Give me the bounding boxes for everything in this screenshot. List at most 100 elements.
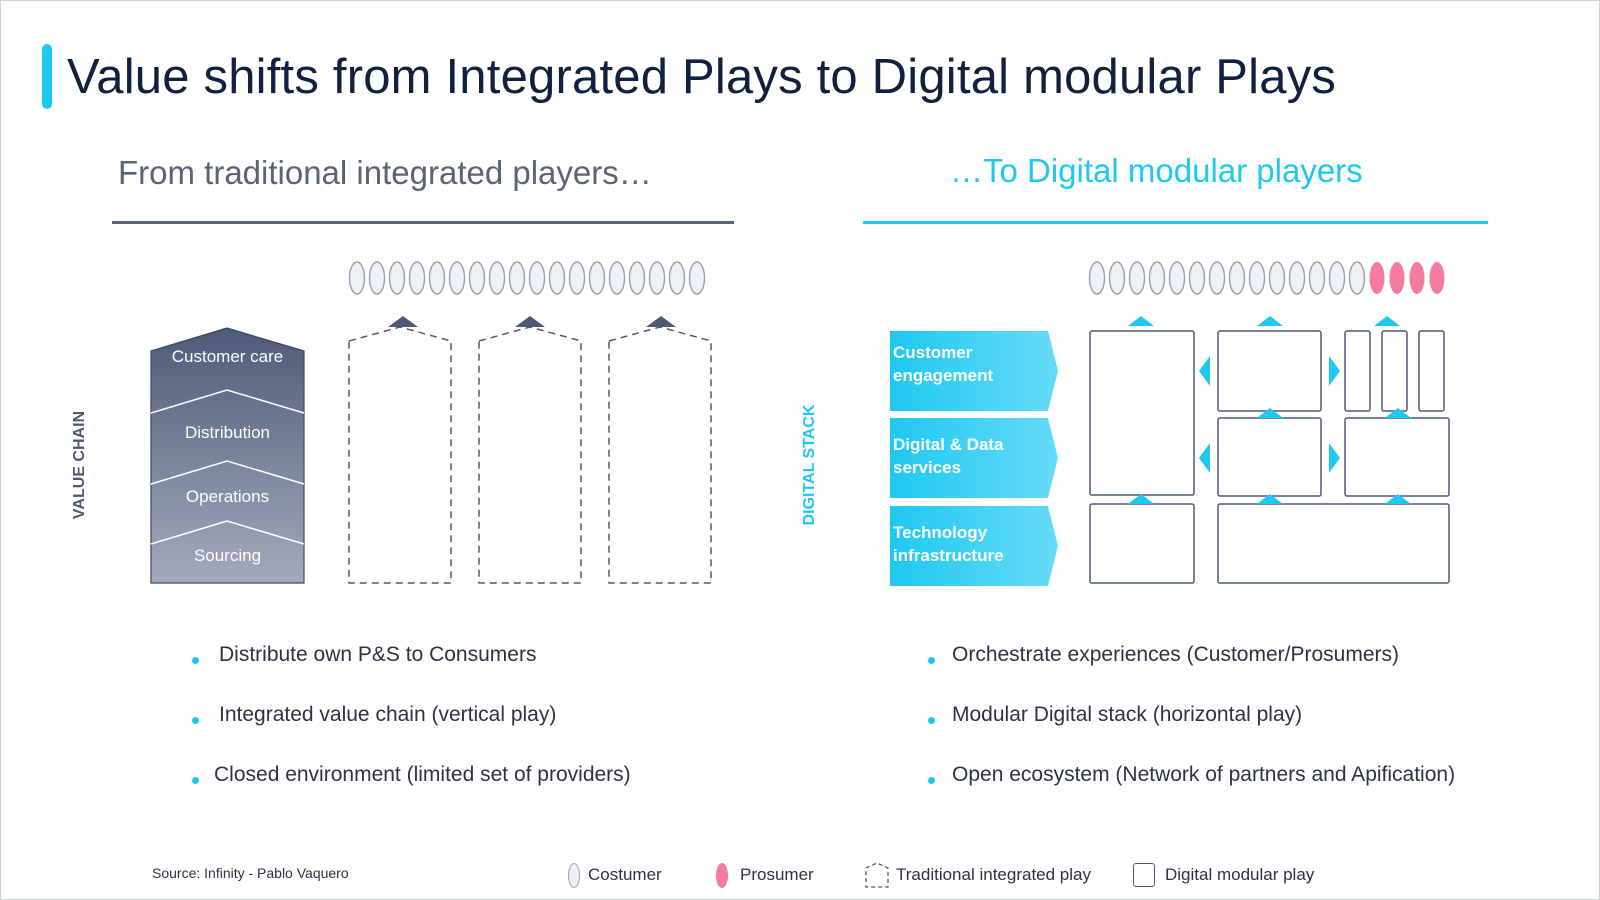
up-arrow-icon: [1385, 408, 1411, 418]
up-arrow-icon: [1385, 494, 1411, 504]
customer-oval-icon: [668, 261, 686, 295]
right-customer-row: [1088, 261, 1445, 295]
module-box: [1381, 330, 1408, 412]
up-arrow-icon: [388, 316, 418, 327]
value-chain-column: [150, 327, 305, 584]
slide-title: Value shifts from Integrated Plays to Di…: [67, 50, 1337, 104]
prosumer-oval-icon: [1389, 262, 1405, 294]
left-arrow-icon: [1199, 356, 1210, 386]
right-heading: …To Digital modular players: [950, 152, 1363, 189]
right-arrow-icon: [1329, 356, 1340, 386]
digital-stack-column: [890, 331, 1058, 586]
legend-prosumer: Prosumer: [716, 860, 814, 890]
customer-oval-icon: [488, 261, 506, 295]
customer-oval-icon: [1088, 261, 1106, 295]
customer-oval-icon: [448, 261, 466, 295]
stage-divider: [150, 520, 305, 545]
digital-modules: [1089, 330, 1450, 584]
customer-oval-icon: [388, 261, 406, 295]
traditional-play-2: [478, 316, 582, 584]
module-box: [1217, 417, 1322, 497]
customer-oval-icon: [568, 862, 580, 888]
value-chain-label: VALUE CHAIN: [71, 410, 88, 520]
layer-customer-engagement: [890, 331, 1058, 411]
up-arrow-icon: [1257, 316, 1283, 326]
right-heading-rule: [863, 221, 1488, 224]
title-accent-bar: [42, 44, 52, 109]
bullet-icon: [192, 657, 199, 664]
module-box-icon: [1133, 863, 1155, 887]
stage-customer-care: Customer care: [171, 347, 284, 366]
bullet-icon: [928, 777, 935, 784]
left-arrow-icon: [1199, 443, 1210, 473]
up-arrow-icon: [646, 316, 676, 327]
layer-label-customer-engagement: Customer engagement: [893, 343, 994, 385]
layer-technology-infrastructure: [890, 506, 1058, 586]
customer-oval-icon: [648, 261, 666, 295]
module-box: [1089, 503, 1195, 584]
prosumer-oval-icon: [1409, 262, 1425, 294]
customer-oval-icon: [1268, 261, 1286, 295]
digital-stack-label: DIGITAL STACK: [801, 404, 818, 526]
customer-oval-icon: [1208, 261, 1226, 295]
customer-oval-icon: [1288, 261, 1306, 295]
layer-label-technology-infrastructure: Technology infrastructure: [893, 523, 1004, 565]
customer-oval-icon: [468, 261, 486, 295]
dashed-play-icon: [865, 862, 889, 888]
customer-oval-icon: [408, 261, 426, 295]
customer-oval-icon: [368, 261, 386, 295]
customer-oval-icon: [1168, 261, 1186, 295]
up-arrow-icon: [1257, 494, 1283, 504]
up-arrow-icon: [1128, 316, 1154, 326]
module-box: [1344, 330, 1371, 412]
customer-oval-icon: [628, 261, 646, 295]
up-arrow-icon: [1257, 408, 1283, 418]
customer-oval-icon: [1148, 261, 1166, 295]
customer-oval-icon: [568, 261, 586, 295]
customer-oval-icon: [1348, 261, 1366, 295]
stage-distribution: Distribution: [184, 423, 271, 442]
customer-oval-icon: [1188, 261, 1206, 295]
prosumer-oval-icon: [1369, 262, 1385, 294]
module-box: [1089, 330, 1195, 496]
prosumer-oval-icon: [1429, 262, 1445, 294]
customer-oval-icon: [348, 261, 366, 295]
layer-digital-data-services: [890, 418, 1058, 498]
traditional-play-1: [348, 316, 452, 584]
customer-oval-icon: [1228, 261, 1246, 295]
customer-oval-icon: [508, 261, 526, 295]
customer-oval-icon: [548, 261, 566, 295]
customer-oval-icon: [1308, 261, 1326, 295]
value-chain-shape: [150, 327, 305, 584]
legend-digital: Digital modular play: [1133, 860, 1314, 890]
traditional-play-3: [608, 316, 712, 584]
stage-divider: [150, 389, 305, 414]
left-heading-rule: [112, 221, 734, 224]
bullet-icon: [192, 717, 199, 724]
legend-traditional: Traditional integrated play: [864, 860, 1091, 890]
up-arrow-icon: [1128, 494, 1154, 504]
customer-oval-icon: [1108, 261, 1126, 295]
customer-oval-icon: [1328, 261, 1346, 295]
customer-oval-icon: [1248, 261, 1266, 295]
up-arrow-icon: [515, 316, 545, 327]
module-box: [1217, 503, 1450, 584]
bullet-icon: [928, 657, 935, 664]
customer-oval-icon: [428, 261, 446, 295]
customer-oval-icon: [1128, 261, 1146, 295]
module-connectors: [1128, 316, 1411, 504]
legend-customer: Costumer: [568, 860, 662, 890]
customer-oval-icon: [528, 261, 546, 295]
customer-oval-icon: [608, 261, 626, 295]
source-note: Source: Infinity - Pablo Vaquero: [152, 865, 349, 881]
left-heading: From traditional integrated players…: [118, 154, 652, 191]
right-arrow-icon: [1329, 443, 1340, 473]
stage-sourcing: Sourcing: [193, 546, 262, 565]
up-arrow-icon: [1374, 316, 1400, 326]
module-box: [1418, 330, 1445, 412]
bullet-icon: [928, 717, 935, 724]
customer-oval-icon: [688, 261, 706, 295]
prosumer-oval-icon: [716, 862, 728, 888]
bullet-icon: [192, 777, 199, 784]
